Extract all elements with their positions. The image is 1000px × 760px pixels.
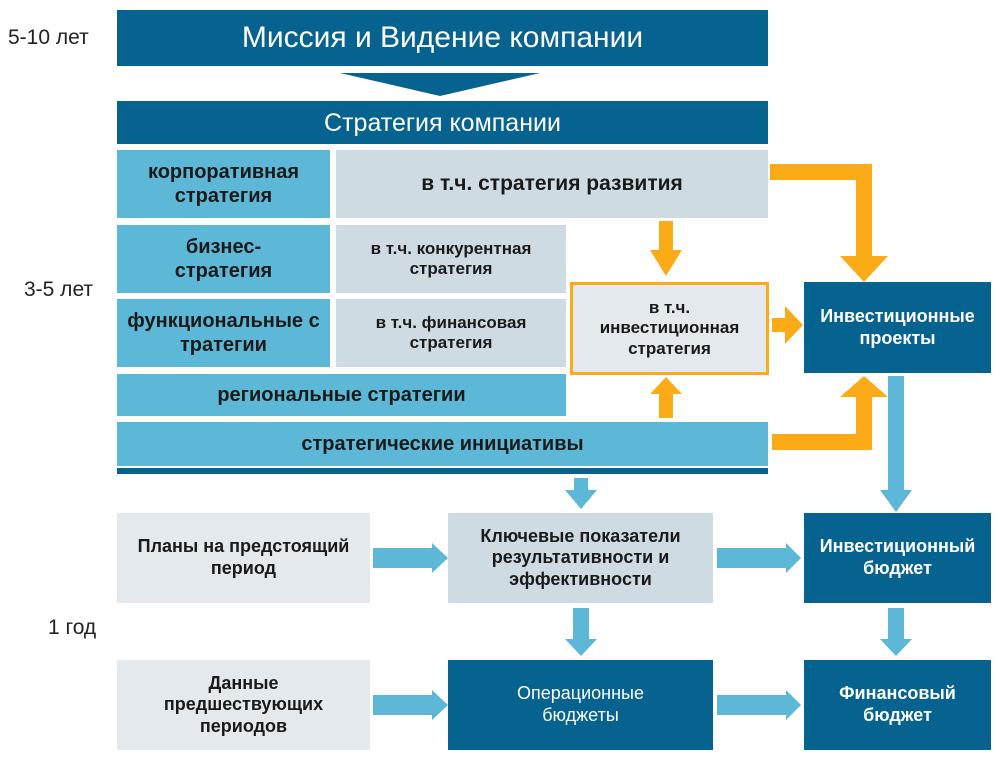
orange-arrow-development-to-projects (770, 164, 872, 258)
blue-arrow-history-to-ops-shaft (373, 695, 433, 715)
blue-arrowhead-ops-fin (786, 690, 801, 720)
blue-arrow-projects-to-budget-shaft (888, 376, 904, 491)
blue-arrowhead-history-ops (432, 690, 448, 720)
operational-budgets-box: Операционные бюджеты (448, 660, 713, 750)
blue-arrowhead-invest-budget (880, 490, 912, 512)
regional-strategies-box: региональные стратегии (117, 374, 566, 416)
strategic-initiatives-box: стратегические инициативы (117, 422, 768, 466)
blue-arrowhead-fin (880, 639, 912, 656)
blue-arrowhead-ops (565, 639, 597, 656)
functional-strategies-box: функциональные стратегии (117, 299, 330, 367)
time-label-3-5-years: 3-5 лет (24, 278, 94, 301)
historical-data-box: Данные предшествующих периодов (117, 660, 370, 750)
blue-arrowhead-kpi (565, 490, 597, 509)
competitive-strategy-box: в т.ч. конкурентная стратегия (336, 225, 566, 293)
strategy-block-divider (117, 468, 768, 474)
financial-budget-box: Финансовый бюджет (804, 660, 991, 750)
blue-arrow-ops-to-fin-shaft (717, 695, 787, 715)
orange-arrowhead-right (785, 306, 803, 344)
investment-projects-box: Инвестиционные проекты (804, 282, 991, 373)
orange-arrow-right-shaft (772, 318, 786, 332)
orange-arrow-up-shaft (659, 392, 673, 418)
company-strategy-header: Стратегия компании (117, 101, 768, 144)
plans-box: Планы на предстоящий период (117, 513, 370, 603)
corporate-strategy-box: корпоративная стратегия (117, 150, 330, 218)
time-label-1-year: 1 год (48, 616, 97, 639)
investment-budget-box: Инвестиционный бюджет (804, 513, 991, 603)
blue-arrow-to-kpi-shaft (574, 478, 588, 492)
business-strategy-box: бизнес-стратегия (117, 225, 330, 293)
orange-arrowhead-projects-top (840, 256, 888, 282)
financial-strategy-box: в т.ч. финансовая стратегия (336, 299, 566, 367)
orange-arrow-down-shaft (659, 221, 673, 251)
blue-arrow-kpi-to-budget-shaft (717, 548, 787, 568)
blue-arrow-kpi-to-ops-shaft (573, 608, 589, 640)
blue-arrowhead-kpi-budget (786, 543, 801, 573)
orange-arrowhead-up (650, 377, 682, 394)
blue-arrowhead-plans-kpi (432, 543, 448, 573)
orange-arrowhead-projects-bottom (840, 376, 888, 397)
orange-arrowhead-down (650, 250, 682, 276)
blue-arrow-invest-to-fin-shaft (888, 608, 904, 640)
time-label-5-10-years: 5-10 лет (8, 26, 89, 49)
investment-strategy-box: в т.ч. инвестиционная стратегия (570, 282, 769, 375)
blue-arrow-plans-to-kpi-shaft (373, 548, 433, 568)
development-strategy-box: в т.ч. стратегия развития (336, 150, 768, 218)
kpi-box: Ключевые показатели результативности и э… (448, 513, 713, 603)
mission-vision-box: Миссия и Видение компании (117, 10, 768, 66)
mission-down-arrow (340, 73, 540, 96)
orange-arrow-initiatives-to-projects (772, 395, 872, 450)
